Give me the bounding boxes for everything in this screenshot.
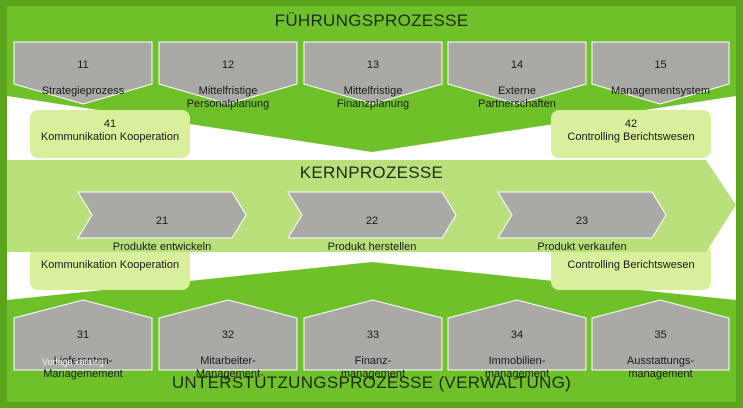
process-number: 23 [575, 215, 589, 227]
unterstuetzung-box-shape [158, 299, 298, 371]
process-number: 31 [76, 329, 90, 341]
process-label: Finanz- management [340, 355, 406, 380]
fuehrung-box-shape [158, 41, 298, 105]
kern-chevron-21: 21 Produkte entwickeln [92, 202, 232, 267]
fuehrung-box-14: 14 Externe Partnerschaften [448, 46, 586, 124]
process-number: 15 [654, 59, 667, 71]
fuehrung-box-15: 15 Managementsystem [592, 46, 729, 111]
unterstuetzung-box-35: 35 Ausstattungs- management [592, 316, 729, 394]
fuehrung-box-12: 12 Mittelfristige Personalplanung [159, 46, 297, 124]
process-label: Produkt herstellen [327, 241, 417, 253]
fuehrung-box-11: 11 Strategieprozess [14, 46, 152, 111]
side-panel-left-top [30, 110, 190, 158]
process-number: 33 [366, 329, 380, 341]
unterstuetzung-box-shape [447, 299, 587, 371]
process-number: 13 [366, 59, 380, 71]
fuehrung-box-shape [591, 41, 730, 105]
process-number: 14 [510, 59, 524, 71]
process-label: Mitarbeiter- Management [195, 355, 261, 380]
unterstuetzung-box-shape [13, 299, 153, 371]
kern-chevron-shape [287, 191, 457, 239]
kern-chevron-shape [497, 191, 667, 239]
unterstuetzung-box-34: 34 Immobilien- management [448, 316, 586, 394]
unterstuetzung-box-32: 32 Mitarbeiter- Management [159, 316, 297, 394]
process-number: 34 [510, 329, 524, 341]
side-left-top-label: 41 Kommunikation Kooperation [40, 118, 180, 143]
side-panel-right-bottom [551, 244, 711, 290]
side-panel-left-bottom [30, 244, 190, 290]
process-label: Produkt verkaufen [537, 241, 627, 253]
process-label: Externe Partnerschaften [478, 85, 556, 110]
fuehrung-box-shape [303, 41, 443, 105]
process-label: Mittelfristige Finanzplanung [336, 85, 410, 110]
fuehrung-box-shape [13, 41, 153, 105]
unterstuetzung-box-31: 31 Lieferanten- Managemement [14, 316, 152, 394]
process-label: Lieferanten- Managemement [43, 355, 123, 380]
process-number: 32 [221, 329, 235, 341]
watermark: Vorlage katalog [42, 357, 105, 367]
fuehrung-box-shape [447, 41, 587, 105]
process-number: 21 [155, 215, 169, 227]
process-label: Ausstattungs- management [626, 355, 695, 380]
process-number: 22 [365, 215, 379, 227]
process-label: Immobilien- management [484, 355, 550, 380]
kern-chevron-shape [77, 191, 247, 239]
side-right-bottom-label: Controlling Berichtswesen [567, 259, 695, 271]
process-number: 12 [221, 59, 235, 71]
unterstuetzung-box-shape [591, 299, 730, 371]
fuehrung-title: FÜHRUNGSPROZESSE [274, 11, 469, 30]
kern-chevron-22: 22 Produkt herstellen [302, 202, 442, 267]
unterstuetzung-box-shape [303, 299, 443, 371]
process-label: Mittelfristige Personalplanung [186, 85, 270, 110]
process-label: Strategieprozess [41, 85, 125, 97]
side-panel-right-top [551, 110, 711, 158]
side-left-bottom-label: Kommunikation Kooperation [40, 259, 180, 271]
kern-chevron-23: 23 Produkt verkaufen [512, 202, 652, 267]
process-number: 35 [654, 329, 667, 341]
process-label: Managementsystem [610, 85, 711, 97]
unterstuetzung-box-33: 33 Finanz- management [304, 316, 442, 394]
side-right-top-label: 42 Controlling Berichtswesen [567, 118, 695, 143]
unterstuetzung-title: UNTERSTÜTZUNGSPROZESSE (VERWALTUNG) [171, 373, 572, 392]
kern-title: KERNPROZESSE [299, 163, 444, 182]
fuehrung-box-13: 13 Mittelfristige Finanzplanung [304, 46, 442, 124]
process-number: 11 [77, 59, 89, 71]
process-label: Produkte entwickeln [112, 241, 212, 253]
